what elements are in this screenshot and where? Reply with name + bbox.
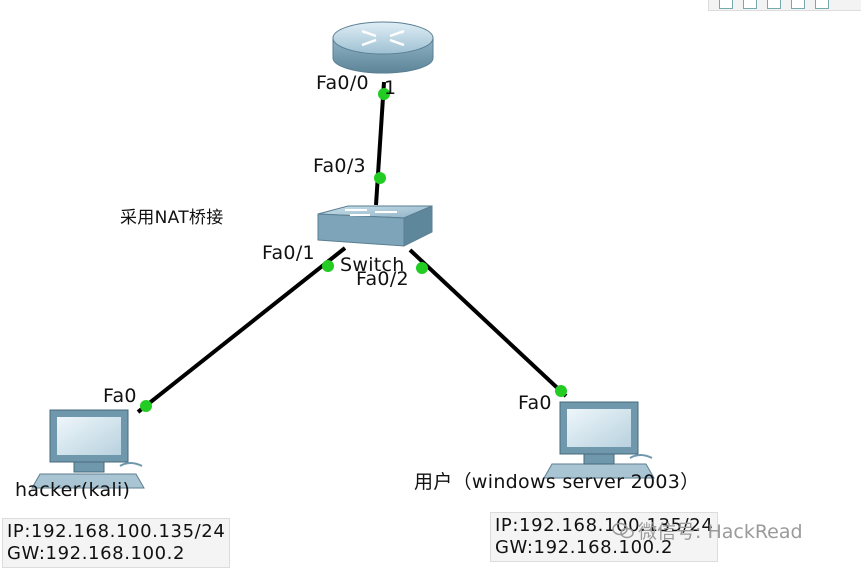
switch-right-port-label: Fa0/2 xyxy=(356,268,409,290)
toolbar-button-4[interactable] xyxy=(791,0,805,9)
link-switch-hacker xyxy=(136,246,347,414)
user-ip: IP:192.168.100.135/24 xyxy=(495,515,714,536)
port-led-user xyxy=(555,385,567,397)
router-port-label: Fa0/0 xyxy=(316,72,369,94)
watermark-text: 微信号: HackRead xyxy=(638,521,803,543)
hacker-ip-note: IP:192.168.100.135/24 GW:192.168.100.2 xyxy=(2,518,231,568)
hacker-gateway: GW:192.168.100.2 xyxy=(7,543,186,564)
toolbar-button-1[interactable] xyxy=(719,0,733,9)
port-led-switch-uplink xyxy=(374,172,386,184)
switch-name-label: Switch xyxy=(340,254,405,276)
nat-bridge-note: 采用NAT桥接 xyxy=(120,208,224,228)
wechat-icon xyxy=(612,522,634,538)
toolbar-button-5[interactable] xyxy=(815,0,829,9)
switch-uplink-port-label: Fa0/3 xyxy=(313,155,366,177)
port-led-switch-left xyxy=(322,260,334,272)
link-router-switch xyxy=(374,81,386,206)
switch-left-port-label: Fa0/1 xyxy=(262,242,315,264)
port-led-switch-right xyxy=(416,262,428,274)
user-pc-icon[interactable] xyxy=(543,401,655,479)
port-led-hacker xyxy=(140,400,152,412)
user-gateway: GW:192.168.100.2 xyxy=(495,537,674,558)
switch-icon[interactable] xyxy=(317,205,433,247)
hacker-pc-icon[interactable] xyxy=(31,409,145,489)
router-port-label-suffix: 1 xyxy=(384,77,397,99)
link-switch-user xyxy=(408,248,568,398)
toolbar-button-2[interactable] xyxy=(743,0,757,9)
hacker-ip: IP:192.168.100.135/24 xyxy=(7,521,226,542)
user-name-label: 用户（windows server 2003） xyxy=(414,471,700,493)
toolbar-button-3[interactable] xyxy=(767,0,781,9)
router-icon[interactable] xyxy=(332,21,434,74)
hacker-name-label: hacker(kali) xyxy=(15,479,131,501)
hacker-port-label: Fa0 xyxy=(103,385,137,407)
user-ip-note: IP:192.168.100.135/24 GW:192.168.100.2 xyxy=(490,512,719,562)
wechat-watermark: 微信号: HackRead xyxy=(612,517,803,544)
port-led-router xyxy=(378,88,390,100)
window-toolbar xyxy=(708,0,861,11)
user-port-label: Fa0 xyxy=(518,392,552,414)
